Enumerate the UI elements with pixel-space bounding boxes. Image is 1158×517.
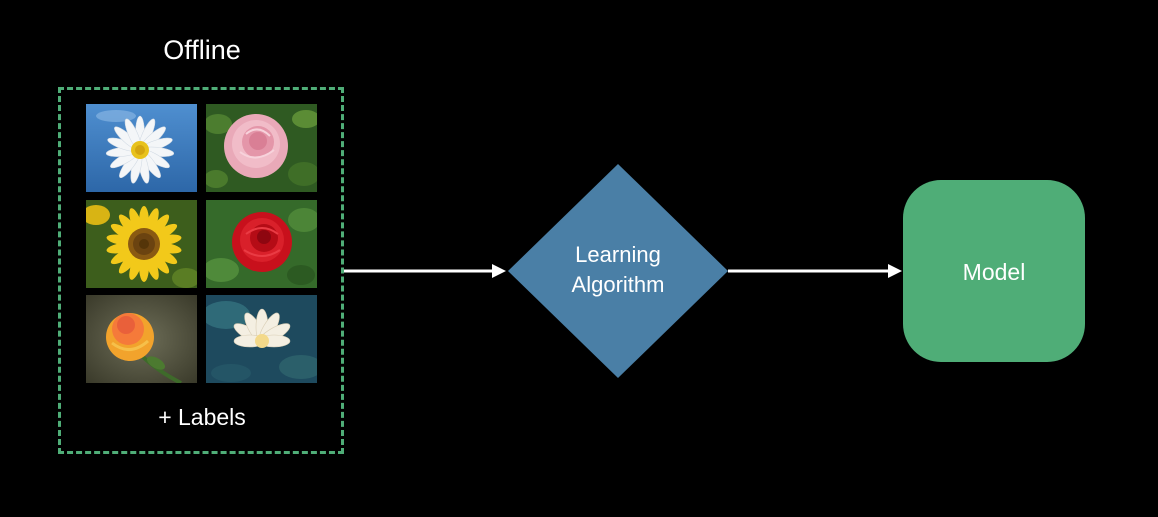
orange-rose-photo [86,295,197,383]
labels-caption: + Labels [158,404,246,430]
learning-algorithm-label: Learning Algorithm [571,242,665,297]
model-box [903,180,1085,362]
sunflower-photo [86,200,197,288]
pink-rose-photo [206,104,317,192]
arrow-algorithm-to-model [728,264,902,278]
arrow-dataset-to-algorithm [344,264,506,278]
red-rose-photo [206,200,317,288]
offline-title: Offline [163,35,241,65]
training-dataset-box [58,87,344,454]
model-label: Model [962,259,1026,285]
daisy-photo [86,104,197,192]
learning-algorithm-diamond [508,164,728,378]
water-lily-photo [206,295,317,383]
